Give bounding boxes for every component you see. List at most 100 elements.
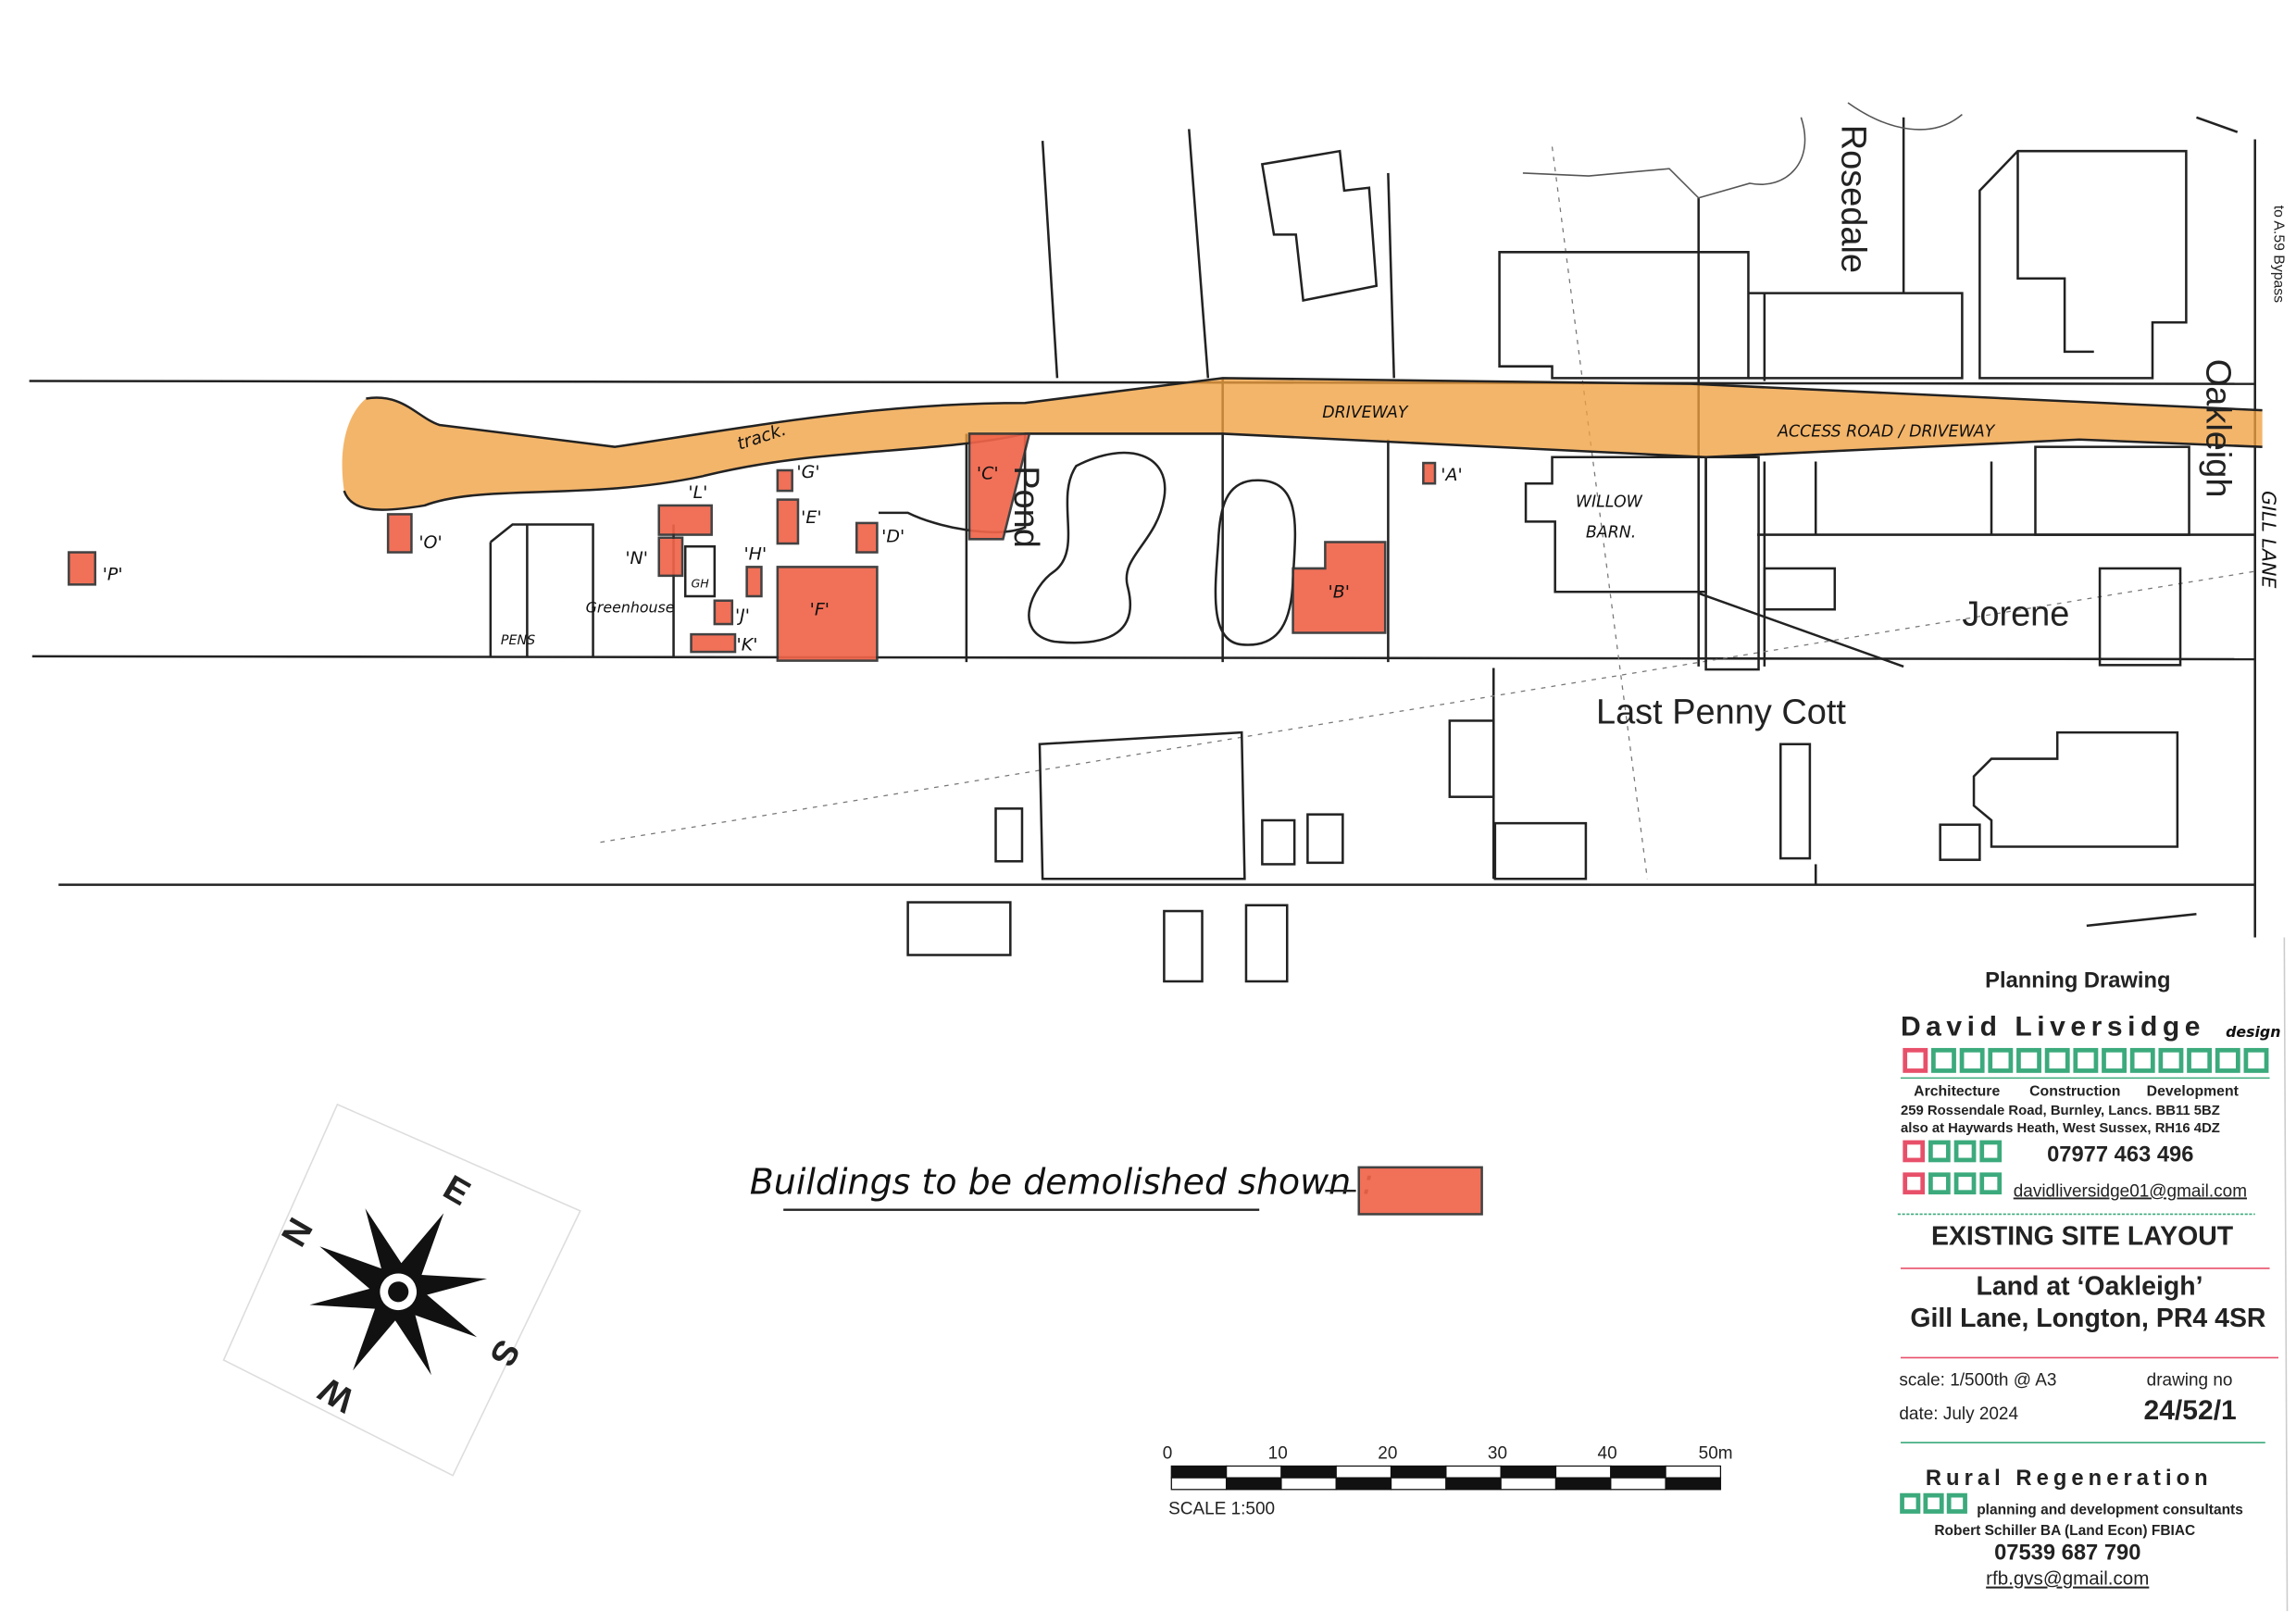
logo-square xyxy=(2243,1047,2269,1073)
logo-square xyxy=(2073,1047,2099,1073)
building-a xyxy=(1422,461,1437,485)
boundary-lines xyxy=(29,102,2256,938)
label-last-penny-cott: Last Penny Cott xyxy=(1596,693,1846,732)
label-c: 'C' xyxy=(977,463,999,483)
logo-square xyxy=(1928,1172,1951,1195)
address-2: also at Haywards Heath, West Sussex, RH1… xyxy=(1901,1121,2220,1136)
legend-text: Buildings to be demolished shown : xyxy=(750,1161,1374,1202)
scale-bar-segment xyxy=(1335,1465,1392,1479)
label-b: 'B' xyxy=(1329,582,1350,603)
logo-square xyxy=(1903,1140,1926,1163)
label-d: 'D' xyxy=(881,526,905,546)
pond-outline xyxy=(1028,451,1167,644)
building-b xyxy=(1292,541,1387,634)
label-k: 'K' xyxy=(737,635,758,655)
building-k xyxy=(690,632,737,654)
scale-bar-segment xyxy=(1390,1477,1447,1491)
label-p: 'P' xyxy=(103,565,123,585)
logo-square xyxy=(2187,1047,2213,1073)
scale-bar-segment xyxy=(1610,1477,1666,1491)
drawing-no-label: drawing no xyxy=(2147,1371,2233,1391)
logo-square xyxy=(2158,1047,2184,1073)
building-g xyxy=(776,468,793,493)
driveway xyxy=(342,377,2263,534)
logo-square xyxy=(2102,1047,2128,1073)
building-labels: 'P' 'O' 'L' 'N' 'G' 'E' 'H' 'J' 'K' 'D' … xyxy=(103,462,1463,655)
label-a: 'A' xyxy=(1441,465,1462,485)
building-o xyxy=(386,513,413,554)
date-text: date: July 2024 xyxy=(1899,1405,2018,1424)
scale-text: scale: 1/500th @ A3 xyxy=(1899,1371,2056,1391)
consultant-email-link[interactable]: rfb.gvs@gmail.com xyxy=(1986,1568,2149,1590)
building-d xyxy=(855,521,879,554)
consultant-squares xyxy=(1900,1492,1967,1514)
heading: Planning Drawing xyxy=(1985,968,2170,993)
title-block: Planning Drawing David Liversidge design… xyxy=(1897,937,2289,1612)
consultant-person: Robert Schiller BA (Land Econ) FBIAC xyxy=(1934,1523,2195,1539)
logo-square xyxy=(2016,1047,2041,1073)
label-oakleigh: Oakleigh xyxy=(2199,359,2238,498)
building-j xyxy=(713,599,734,626)
consultant-desc: planning and development consultants xyxy=(1977,1503,2243,1518)
scale-tick: 10 xyxy=(1268,1444,1288,1464)
label-gh: GH xyxy=(692,577,710,591)
scale-bar-segment xyxy=(1335,1477,1392,1491)
label-j: 'J' xyxy=(735,606,750,626)
logo-square xyxy=(1988,1047,2014,1073)
scale-tick: 30 xyxy=(1488,1444,1507,1464)
scale-bar-segment xyxy=(1225,1477,1282,1491)
email-link[interactable]: davidliversidge01@gmail.com xyxy=(2014,1181,2247,1201)
building-e xyxy=(776,498,800,545)
logo-square xyxy=(1953,1140,1977,1163)
buildings-to-demolish xyxy=(68,432,1437,662)
label-to-bypass: to A.59 Bypass xyxy=(2270,206,2286,303)
label-willow-barn: WILLOW xyxy=(1576,493,1643,512)
scale-tick: 0 xyxy=(1163,1444,1173,1464)
drawing-title: EXISTING SITE LAYOUT xyxy=(1931,1222,2234,1252)
discipline: Architecture xyxy=(1914,1083,2000,1099)
discipline: Development xyxy=(2147,1083,2240,1099)
scale-bar-segment xyxy=(1665,1465,1722,1479)
scale-label: SCALE 1:500 xyxy=(1168,1500,1275,1519)
greenhouse xyxy=(683,544,717,598)
label-g: 'G' xyxy=(796,462,819,482)
label-access-road: ACCESS ROAD / DRIVEWAY xyxy=(1777,423,1996,442)
scale-bar-segment xyxy=(1390,1465,1447,1479)
scale-bar-segment xyxy=(1500,1477,1557,1491)
address-1: 259 Rossendale Road, Burnley, Lancs. BB1… xyxy=(1901,1104,2220,1118)
consultant-name: Rural Regeneration xyxy=(1926,1467,2213,1491)
firm-name: David Liversidge xyxy=(1901,1011,2205,1042)
site-line-1: Land at ‘Oakleigh’ xyxy=(1976,1271,2202,1301)
logo-square xyxy=(1928,1140,1951,1163)
phone: 07977 463 496 xyxy=(2047,1143,2193,1167)
consultant-phone: 07539 687 790 xyxy=(1994,1542,2140,1566)
scale-tick: 20 xyxy=(1378,1444,1397,1464)
scale-tick: 50m xyxy=(1699,1444,1733,1464)
scale-bar-segment xyxy=(1554,1477,1612,1491)
scale-bar-segment xyxy=(1500,1465,1557,1479)
building-l xyxy=(657,504,713,536)
legend-swatch xyxy=(1357,1166,1483,1216)
email-squares xyxy=(1903,1172,2003,1195)
site-line-2: Gill Lane, Longton, PR4 4SR xyxy=(1910,1304,2265,1333)
scale-bar-segment xyxy=(1225,1465,1282,1479)
label-n: 'N' xyxy=(625,548,648,568)
logo-square xyxy=(1903,1172,1926,1195)
logo-square xyxy=(2044,1047,2070,1073)
firm-suffix: design xyxy=(2226,1023,2280,1041)
scale-bar-segment xyxy=(1610,1465,1666,1479)
logo-square xyxy=(1931,1047,1956,1073)
label-h: 'H' xyxy=(743,543,767,564)
label-pond: Pond xyxy=(1006,466,1045,548)
discipline: Construction xyxy=(2029,1083,2120,1099)
logo-square xyxy=(2129,1047,2155,1073)
label-l: 'L' xyxy=(688,482,707,503)
label-pens: PENS xyxy=(501,633,535,648)
logo-square xyxy=(1979,1172,2003,1195)
building-p xyxy=(68,551,97,586)
scale-bar-segment xyxy=(1170,1465,1228,1479)
scale-tick: 40 xyxy=(1598,1444,1617,1464)
map-labels: Rosedale Oakleigh Jorene Last Penny Cott… xyxy=(501,125,2286,732)
building-n xyxy=(657,536,684,578)
